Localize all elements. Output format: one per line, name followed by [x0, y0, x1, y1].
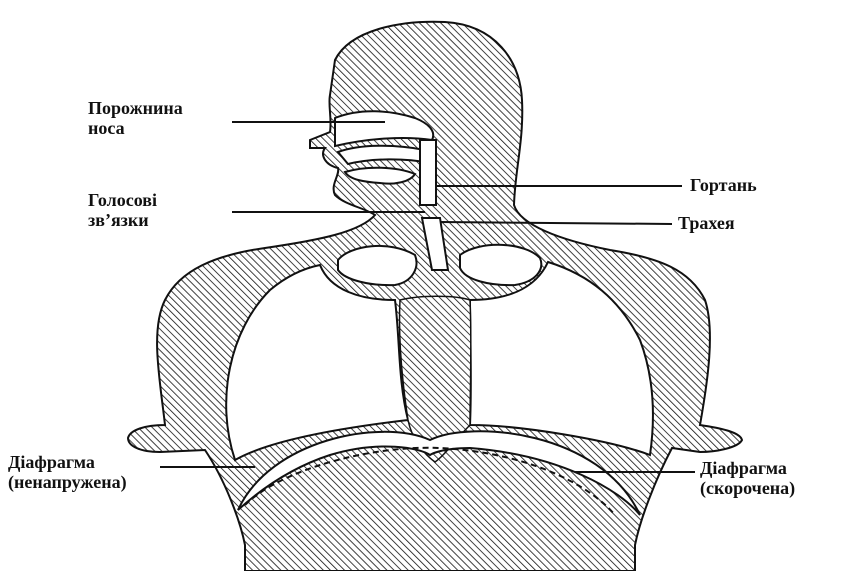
label-vocal-cords: Голосові зв’язки — [88, 190, 157, 230]
label-diaphragm-relaxed: Діафрагма (ненапружена) — [8, 452, 127, 492]
label-trachea: Трахея — [678, 213, 735, 233]
label-diaphragm-relaxed-line1: Діафрагма — [8, 452, 127, 472]
label-vocal-cords-line1: Голосові — [88, 190, 157, 210]
label-vocal-cords-line2: зв’язки — [88, 210, 157, 230]
label-trachea-text: Трахея — [678, 213, 735, 233]
label-larynx: Гортань — [690, 175, 757, 195]
label-diaphragm-contracted: Діафрагма (скорочена) — [700, 458, 795, 498]
label-diaphragm-relaxed-line2: (ненапружена) — [8, 472, 127, 492]
label-diaphragm-contracted-line1: Діафрагма — [700, 458, 795, 478]
pharynx — [420, 140, 436, 205]
label-larynx-text: Гортань — [690, 175, 757, 195]
label-nasal-cavity-line2: носа — [88, 118, 183, 138]
label-diaphragm-contracted-line2: (скорочена) — [700, 478, 795, 498]
label-nasal-cavity: Порожнина носа — [88, 98, 183, 138]
right-bronchus — [460, 245, 541, 285]
label-nasal-cavity-line1: Порожнина — [88, 98, 183, 118]
left-bronchus — [338, 246, 416, 285]
